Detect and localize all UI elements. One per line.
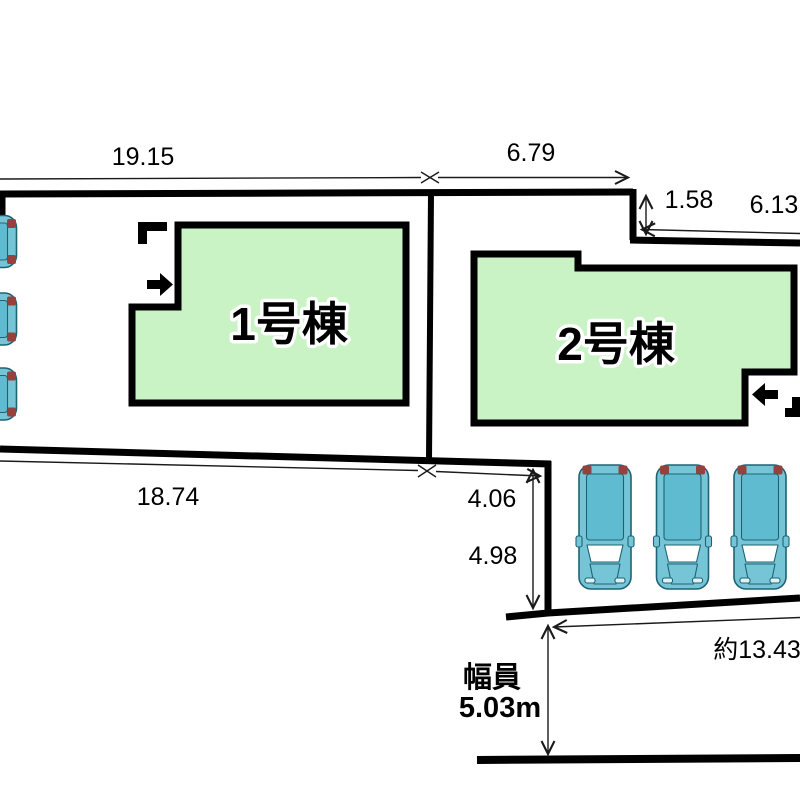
dim-label-6-13: 6.13 — [750, 191, 799, 219]
boundary-north — [0, 188, 634, 198]
road-bottom-edge — [476, 754, 800, 764]
dim-label-4-98: 4.98 — [469, 542, 518, 570]
corner-bracket-icon — [138, 222, 167, 244]
car-icon — [0, 289, 18, 349]
boundary-south-lot1 — [0, 445, 552, 468]
dimline-19-15 — [0, 176, 422, 180]
road-width-label: 幅員 — [463, 661, 521, 694]
dimension-labels: 19.15 6.79 1.58 6.13 18.74 4.06 4.98 約13… — [112, 139, 800, 724]
building-2-label: 2号棟 — [557, 318, 676, 370]
dim-label-6-79: 6.79 — [507, 139, 556, 167]
dim-label-4-06: 4.06 — [468, 485, 517, 513]
dimline-4-06 — [435, 468, 543, 483]
property-boundaries — [0, 188, 800, 764]
building-1-label: 1号棟 — [230, 298, 349, 350]
car-icon — [575, 464, 635, 590]
dim-junction-icon — [417, 464, 437, 478]
car-icon — [730, 464, 790, 590]
car-icon — [0, 211, 18, 272]
building-2-outline — [470, 250, 798, 427]
buildings: 1号棟 2号棟 — [128, 221, 798, 427]
dim-junction-icon — [420, 171, 440, 184]
dimline-18-74 — [0, 460, 419, 472]
car-icon — [0, 364, 18, 424]
entrance-arrow-left-icon — [752, 383, 778, 406]
building-1-outline — [128, 221, 410, 407]
road-width-value: 5.03m — [459, 692, 541, 724]
lot-divider — [426, 192, 434, 461]
dim-label-1-58: 1.58 — [665, 186, 714, 214]
dim-label-13-43: 約13.43 — [713, 636, 800, 664]
dimline-6-13 — [639, 222, 800, 238]
dimension-lines — [0, 170, 800, 757]
car-icon — [652, 464, 713, 590]
entrance-marks — [138, 222, 800, 417]
dim-label-18-74: 18.74 — [137, 483, 200, 511]
boundary-northeast — [629, 236, 800, 247]
entrance-arrow-right-icon — [147, 273, 173, 296]
dim-label-19-15: 19.15 — [112, 143, 175, 171]
dimline-13-43 — [551, 616, 800, 634]
road-top-edge — [505, 594, 800, 621]
corner-bracket-icon — [785, 397, 800, 417]
